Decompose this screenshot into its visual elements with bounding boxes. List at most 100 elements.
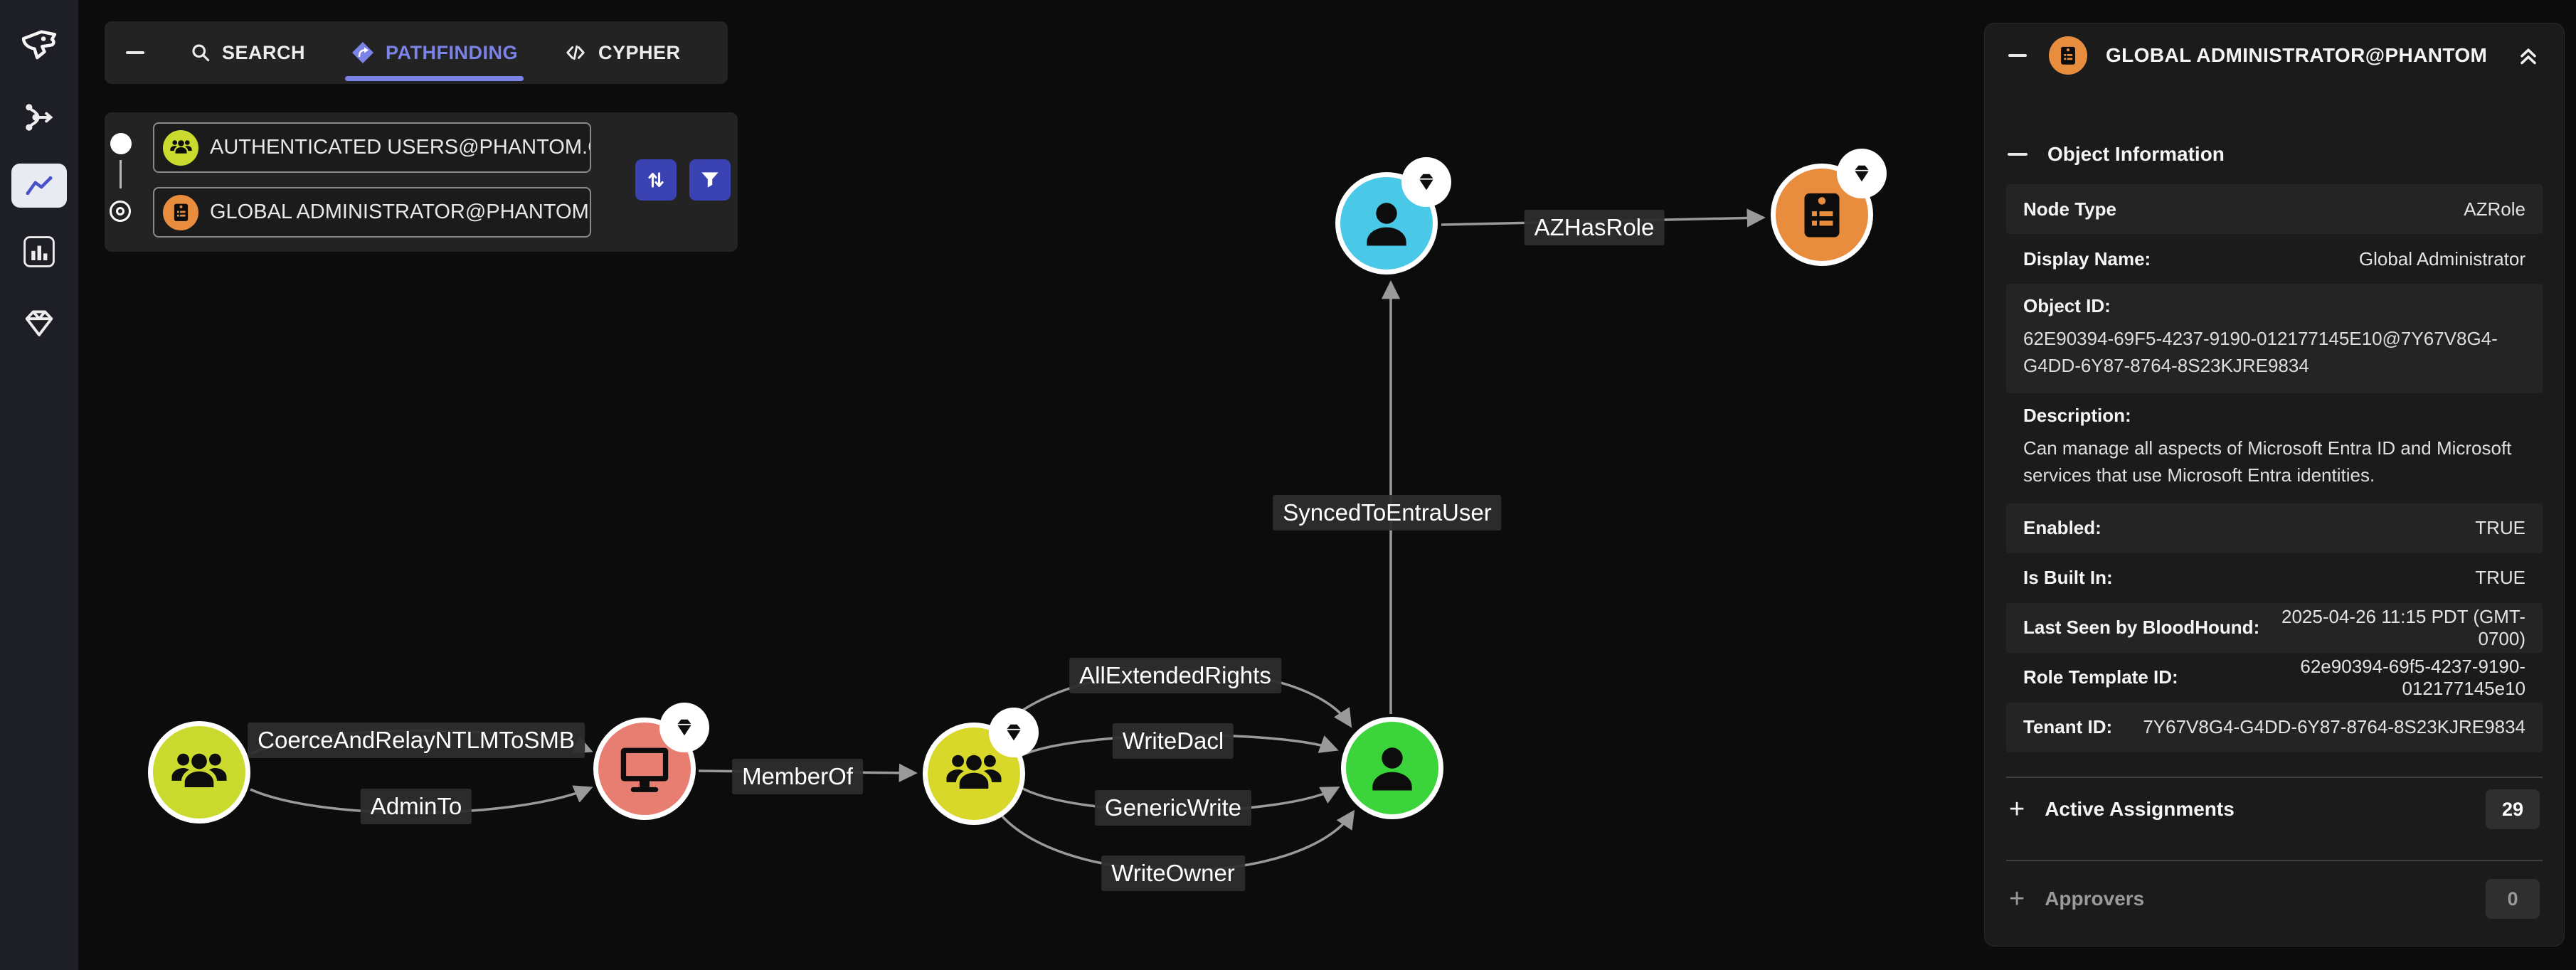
info-value: 62E90394-69F5-4237-9190-012177145E10@7Y6… — [2023, 328, 2498, 376]
tab-label: CYPHER — [598, 41, 681, 63]
info-row-last-seen-by-bloodhound-: Last Seen by BloodHound: 2025-04-26 11:15… — [2006, 602, 2543, 653]
object-panel-title: GLOBAL ADMINISTRATOR@PHANTOMC... — [2106, 44, 2487, 66]
minus-icon — [2008, 54, 2027, 57]
info-label: Is Built In: — [2023, 567, 2113, 589]
info-value: 62e90394-69f5-4237-9190-012177145e10 — [2300, 655, 2525, 699]
panel-minimize-button[interactable] — [126, 40, 144, 65]
info-label: Description: — [2023, 405, 2131, 427]
tier-zero-gem-badge — [989, 708, 1039, 757]
edge-label-syncedtoentrauser[interactable]: SyncedToEntraUser — [1273, 495, 1502, 531]
tab-pathfinding[interactable]: PATHFINDING — [345, 41, 524, 81]
edge-label-writeowner[interactable]: WriteOwner — [1101, 856, 1245, 891]
plus-icon: + — [2009, 884, 2025, 914]
info-label: Object ID: — [2023, 295, 2111, 316]
info-row-node-type: Node Type AZRole — [2006, 184, 2543, 234]
edge-label-coerceandrelayntlmtosmb[interactable]: CoerceAndRelayNTLMToSMB — [248, 723, 585, 758]
gem-icon[interactable] — [0, 304, 78, 341]
tab-label: PATHFINDING — [386, 41, 518, 63]
info-row-tenant-id-: Tenant ID: 7Y67V8G4-G4DD-6Y87-8764-8S23KJ… — [2006, 702, 2543, 752]
edge-label-azhasrole[interactable]: AZHasRole — [1524, 210, 1665, 245]
plus-icon: + — [2009, 794, 2025, 824]
tier-zero-gem-badge — [659, 703, 709, 752]
info-value: TRUE — [2475, 517, 2525, 539]
node-group[interactable] — [923, 708, 1039, 825]
pathfinding-merge-icon[interactable] — [0, 100, 78, 135]
minus-icon — [2008, 153, 2028, 156]
approvers-section[interactable]: + Approvers 0 — [2006, 878, 2543, 920]
collapse-all-button[interactable] — [2513, 40, 2544, 71]
tier-zero-gem-badge — [1401, 157, 1451, 207]
line-chart-icon — [26, 176, 53, 196]
divider — [2006, 860, 2543, 861]
tab-label: SEARCH — [222, 41, 306, 63]
info-value: 2025-04-26 11:15 PDT (GMT-0700) — [2281, 605, 2525, 649]
path-connector-line — [120, 160, 122, 188]
bloodhound-logo-icon[interactable] — [0, 24, 78, 64]
node-azrole[interactable] — [1771, 149, 1887, 266]
filter-funnel-icon — [701, 172, 719, 188]
info-label: Display Name: — [2023, 247, 2151, 270]
node-authenticated-users[interactable] — [148, 721, 250, 824]
panel-minimize-button[interactable] — [2005, 43, 2030, 68]
section-label: Active Assignments — [2045, 798, 2235, 820]
start-node-input[interactable]: AUTHENTICATED USERS@PHANTOM.C — [153, 122, 591, 173]
tab-search[interactable]: SEARCH — [190, 42, 305, 64]
divider — [2006, 777, 2543, 778]
count-badge: 0 — [2486, 879, 2540, 919]
edge-label-genericwrite[interactable]: GenericWrite — [1095, 790, 1251, 826]
info-label: Enabled: — [2023, 517, 2101, 539]
info-row-object-id-: Object ID: 62E90394-69F5-4237-9190-012177… — [2006, 284, 2543, 394]
swap-endpoints-button[interactable] — [635, 159, 677, 201]
info-value: 7Y67V8G4-G4DD-6Y87-8764-8S23KJRE9834 — [2143, 716, 2525, 738]
info-label: Role Template ID: — [2023, 666, 2178, 688]
pathfinding-panel: AUTHENTICATED USERS@PHANTOM.C GLOBAL ADM… — [105, 112, 738, 252]
destination-node-value: GLOBAL ADMINISTRATOR@PHANTOM — [210, 201, 589, 223]
info-value: AZRole — [2464, 198, 2525, 220]
minus-icon — [126, 51, 144, 54]
object-info-panel: GLOBAL ADMINISTRATOR@PHANTOMC... Object … — [1985, 23, 2564, 946]
bar-chart-icon[interactable] — [0, 235, 78, 269]
node-computer[interactable] — [593, 703, 709, 820]
node-ad-user[interactable] — [1341, 717, 1443, 819]
tier-zero-gem-badge — [1837, 149, 1887, 198]
destination-node-icon — [110, 201, 131, 222]
edge-label-adminto[interactable]: AdminTo — [360, 789, 472, 824]
object-panel-header: GLOBAL ADMINISTRATOR@PHANTOMC... — [1985, 23, 2564, 87]
info-row-display-name-: Display Name: Global Administrator — [2006, 234, 2543, 284]
group-node-icon — [163, 129, 198, 166]
search-icon — [192, 44, 210, 62]
info-row-role-template-id-: Role Template ID: 62e90394-69f5-4237-9190… — [2006, 653, 2543, 703]
info-value: Global Administrator — [2358, 247, 2525, 270]
pathfinding-icon — [352, 42, 374, 63]
node-entra-user[interactable] — [1335, 157, 1451, 275]
info-row-enabled-: Enabled: TRUE — [2006, 503, 2543, 553]
search-tab-panel: SEARCH PATHFINDING CYPHER — [105, 21, 728, 84]
info-label: Node Type — [2023, 198, 2116, 220]
info-row-is-built-in-: Is Built In: TRUE — [2006, 553, 2543, 603]
edge-label-allextendedrights[interactable]: AllExtendedRights — [1069, 658, 1281, 693]
section-label: Approvers — [2045, 888, 2145, 910]
role-node-icon — [163, 194, 198, 230]
object-information-header[interactable]: Object Information — [2008, 143, 2225, 166]
edge-label-memberof[interactable]: MemberOf — [732, 759, 863, 794]
double-chevron-up-icon — [2521, 48, 2536, 65]
sidebar-item-explore-active[interactable] — [11, 164, 67, 208]
info-label: Tenant ID: — [2023, 716, 2113, 738]
azrole-node-icon — [2049, 36, 2087, 75]
info-row-description-: Description:Can manage all aspects of Mi… — [2006, 393, 2543, 503]
start-node-icon — [110, 133, 132, 154]
info-value: TRUE — [2475, 567, 2525, 589]
app-sidebar — [0, 0, 78, 970]
active-assignments-section[interactable]: + Active Assignments 29 — [2006, 789, 2543, 830]
info-label: Last Seen by BloodHound: — [2023, 617, 2260, 639]
tab-cypher[interactable]: CYPHER — [563, 42, 681, 64]
section-title: Object Information — [2047, 143, 2225, 165]
swap-arrows-icon — [648, 172, 664, 188]
destination-node-input[interactable]: GLOBAL ADMINISTRATOR@PHANTOM — [153, 187, 591, 238]
filter-button[interactable] — [689, 159, 731, 201]
edge-label-writedacl[interactable]: WriteDacl — [1112, 723, 1234, 759]
start-node-value: AUTHENTICATED USERS@PHANTOM.C — [210, 136, 591, 159]
code-icon — [566, 45, 585, 60]
